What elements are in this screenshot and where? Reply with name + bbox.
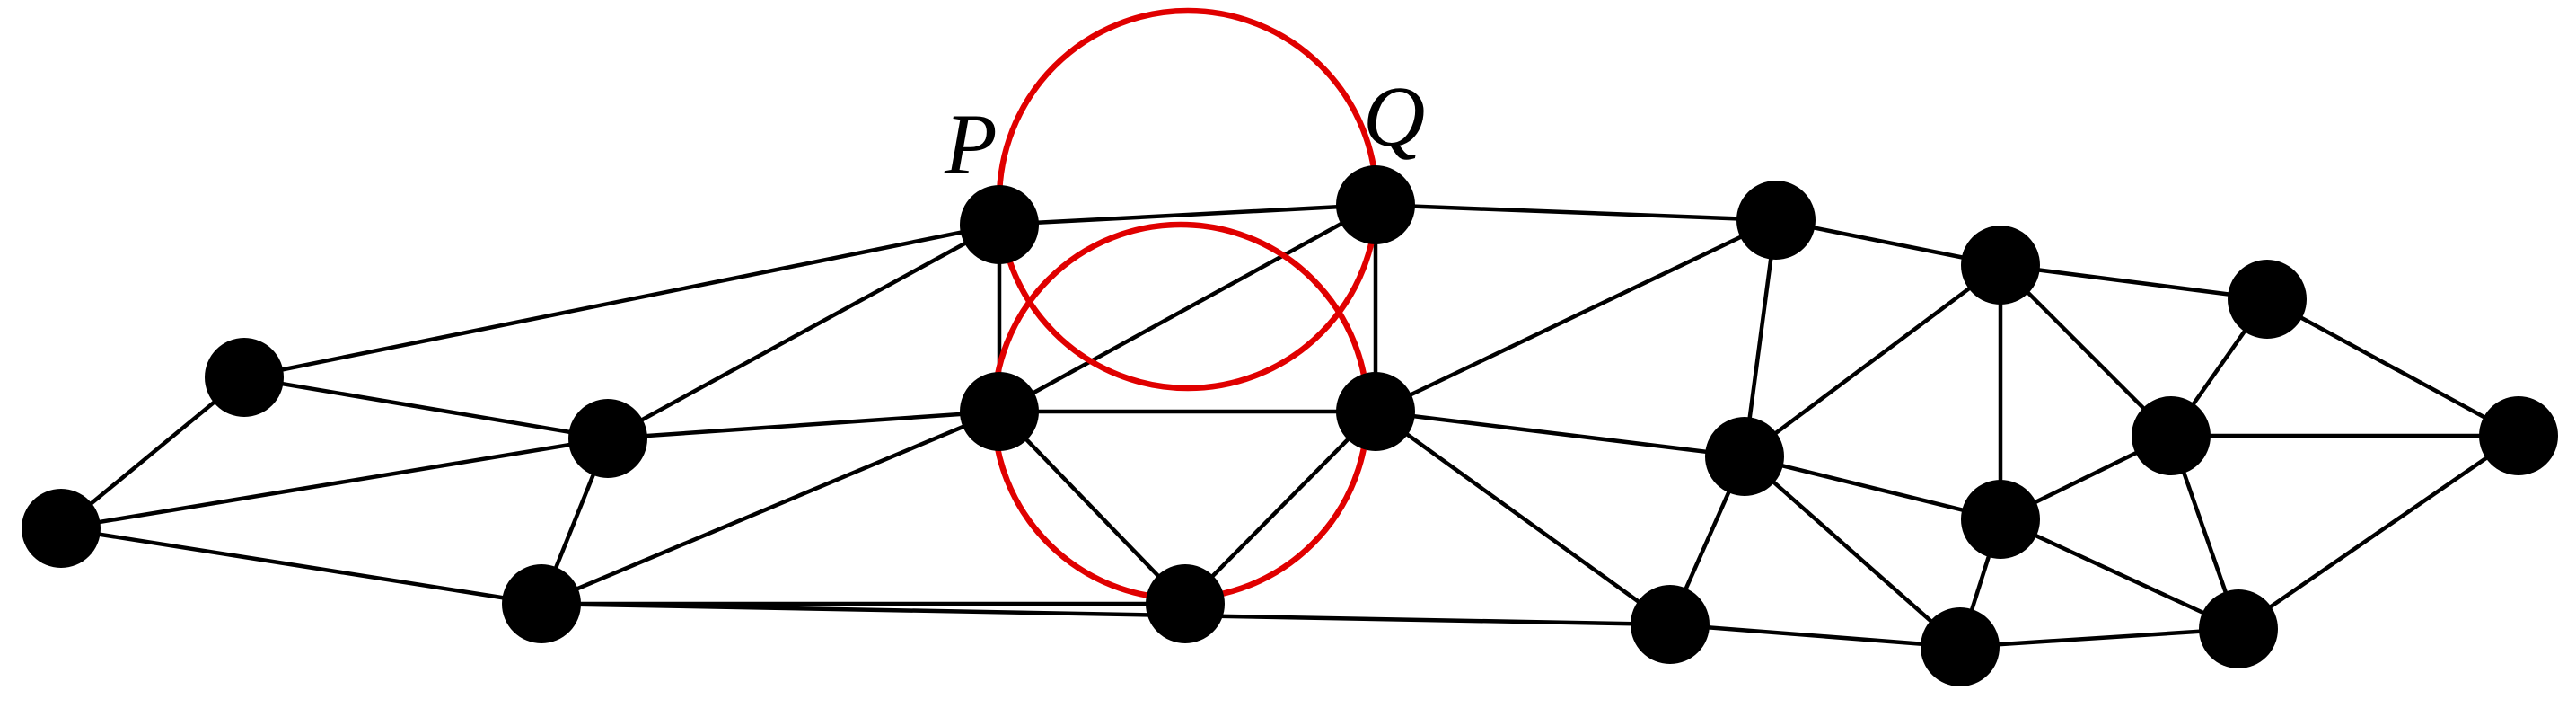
- edge-n4-n6: [541, 409, 1000, 606]
- node-n14: [1961, 480, 2040, 559]
- node-n17: [2228, 260, 2307, 339]
- node-n3: [568, 399, 647, 478]
- node-n12: [1705, 417, 1784, 496]
- node-n1: [22, 489, 101, 568]
- label-q: Q: [1363, 68, 1425, 164]
- node-n2: [205, 338, 284, 417]
- circle-upper: [996, 7, 1380, 392]
- edge-n2-n5: [243, 222, 1000, 380]
- edge-n12-n15: [1743, 455, 1962, 649]
- edge-n11-n12: [1742, 219, 1779, 457]
- edge-n17-n20: [2265, 297, 2520, 438]
- edge-n7-n9: [1183, 410, 1377, 606]
- node-n18: [2132, 396, 2211, 475]
- node-n16: [1961, 226, 2040, 305]
- node-n7: [1146, 564, 1225, 643]
- edge-n1-n3: [60, 436, 609, 531]
- node-n4: [502, 564, 581, 643]
- node-n15: [1921, 607, 2000, 686]
- edge-n6-n7: [998, 410, 1187, 606]
- nodes-group: [22, 165, 2558, 686]
- label-p: P: [944, 96, 998, 192]
- edge-n15-n21: [1959, 626, 2239, 650]
- node-n21: [2199, 589, 2278, 668]
- node-n8: [1336, 165, 1415, 244]
- edge-n12-n14: [1744, 454, 2001, 522]
- edge-n9-n11: [1375, 217, 1777, 414]
- circles-group: [990, 7, 1380, 602]
- edge-n10-n15: [1669, 622, 1961, 650]
- node-n10: [1631, 585, 1710, 664]
- edge-n12-n16: [1743, 263, 2002, 458]
- edge-n3-n5: [606, 223, 1001, 440]
- node-n6: [960, 372, 1039, 451]
- edge-n1-n2: [59, 376, 246, 530]
- edge-n2-n3: [243, 375, 609, 441]
- edge-n9-n12: [1375, 409, 1745, 459]
- edge-n6-n8: [998, 203, 1377, 413]
- node-n20: [2479, 396, 2558, 475]
- edge-n1-n4: [60, 526, 542, 606]
- node-n11: [1736, 181, 1816, 260]
- edge-n8-n11: [1375, 202, 1777, 223]
- node-n9: [1336, 372, 1415, 451]
- node-n5: [960, 185, 1039, 264]
- edge-n4-n10: [541, 601, 1671, 627]
- edge-n9-n10: [1374, 410, 1672, 626]
- edge-n16-n18: [1999, 263, 2173, 438]
- edge-n5-n8: [998, 202, 1376, 227]
- edge-n3-n6: [607, 409, 1000, 441]
- edge-n14-n21: [2000, 517, 2239, 632]
- edge-n20-n21: [2237, 434, 2520, 631]
- edge-n16-n17: [2000, 262, 2268, 302]
